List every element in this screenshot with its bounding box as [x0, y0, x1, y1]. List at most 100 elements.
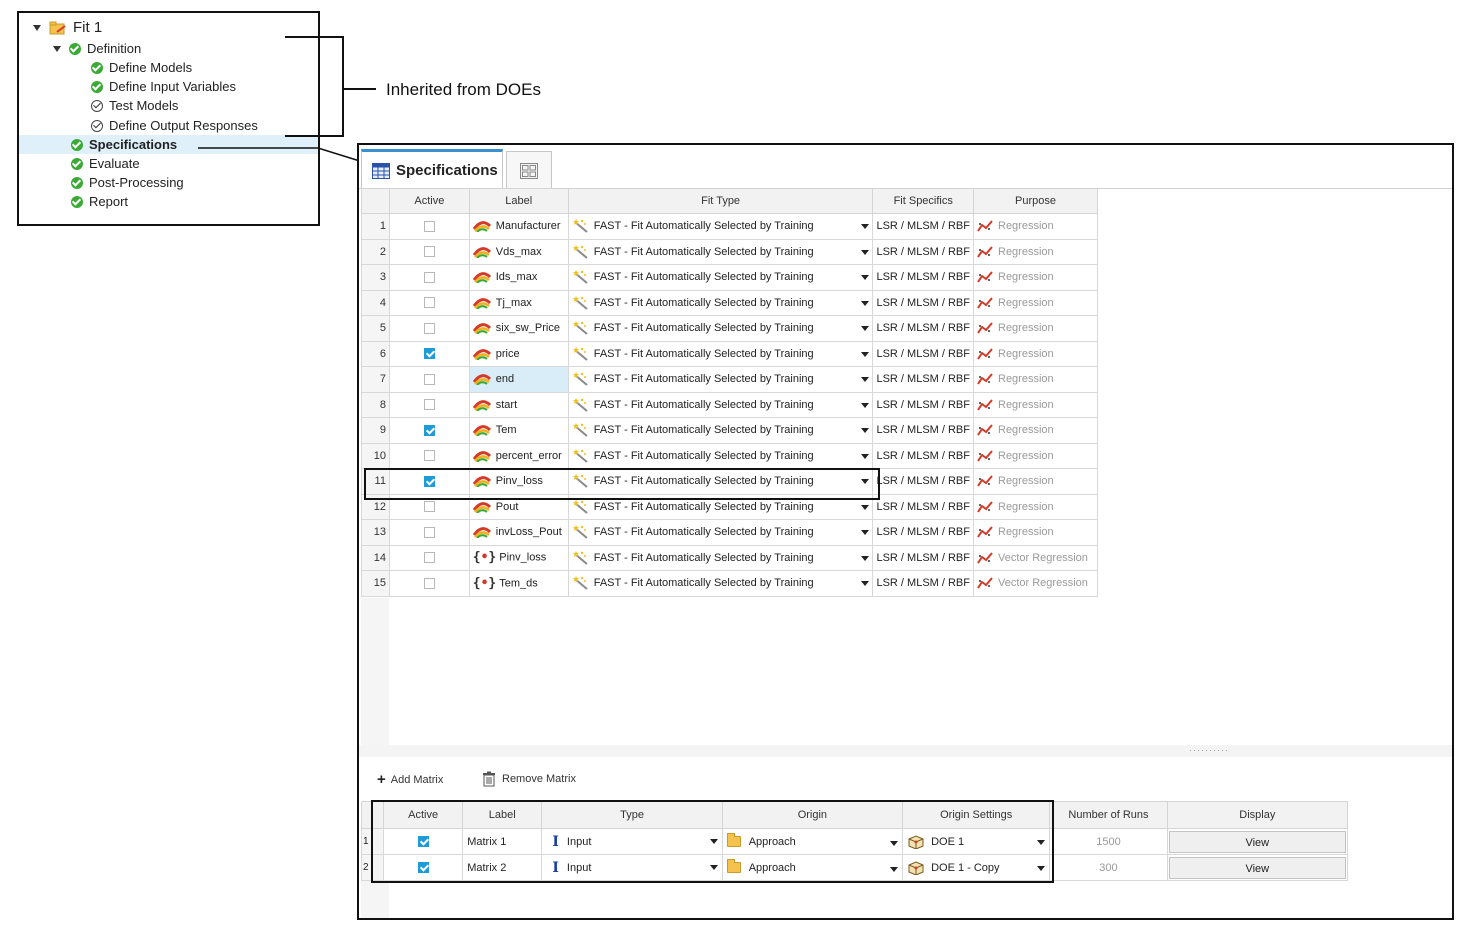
- dropdown-arrow-icon[interactable]: [861, 351, 870, 357]
- active-checkbox[interactable]: [423, 271, 435, 283]
- tab-second-view[interactable]: [506, 151, 552, 189]
- active-checkbox[interactable]: [423, 322, 435, 334]
- panel-splitter[interactable]: ··········: [359, 745, 1452, 757]
- purpose-cell[interactable]: Regression: [973, 417, 1098, 444]
- fit-specifics-cell[interactable]: LSR / MLSM / RBF: [872, 493, 974, 520]
- tab-specifications[interactable]: Specifications: [361, 149, 503, 189]
- purpose-cell[interactable]: Vector Regression: [973, 544, 1098, 571]
- dropdown-arrow-icon[interactable]: [1037, 865, 1046, 871]
- fit-type-dropdown[interactable]: FAST - Fit Automatically Selected by Tra…: [567, 213, 874, 240]
- dropdown-arrow-icon[interactable]: [861, 479, 870, 485]
- purpose-cell[interactable]: Regression: [973, 238, 1098, 265]
- dropdown-arrow-icon[interactable]: [861, 300, 870, 306]
- expand-arrow-icon[interactable]: [33, 24, 41, 31]
- label-cell[interactable]: {•}Pinv_loss: [468, 544, 569, 571]
- tree-item-evaluate[interactable]: Evaluate: [71, 154, 140, 173]
- matrix-label-cell[interactable]: Matrix 2: [462, 854, 543, 881]
- purpose-cell[interactable]: Regression: [973, 315, 1098, 342]
- label-cell[interactable]: price: [468, 340, 569, 367]
- fit-type-dropdown[interactable]: FAST - Fit Automatically Selected by Tra…: [567, 238, 874, 265]
- active-checkbox[interactable]: [423, 501, 435, 513]
- active-cell[interactable]: [388, 544, 470, 571]
- view-button[interactable]: View: [1168, 830, 1346, 853]
- remove-matrix-button[interactable]: Remove Matrix: [482, 771, 576, 787]
- purpose-cell[interactable]: Regression: [973, 493, 1098, 520]
- fit-specifics-cell[interactable]: LSR / MLSM / RBF: [872, 570, 974, 597]
- tree-item-post-processing[interactable]: Post-Processing: [71, 173, 184, 192]
- fit-specifics-cell[interactable]: LSR / MLSM / RBF: [872, 544, 974, 571]
- tree-item-fit[interactable]: Fit 1: [33, 18, 102, 37]
- column-header-fit-type[interactable]: Fit Type: [567, 188, 874, 214]
- tree-item-define-output-responses[interactable]: Define Output Responses: [91, 116, 258, 135]
- column-header-active[interactable]: Active: [383, 801, 464, 829]
- fit-type-dropdown[interactable]: FAST - Fit Automatically Selected by Tra…: [567, 366, 874, 393]
- purpose-cell[interactable]: Regression: [973, 340, 1098, 367]
- fit-specifics-cell[interactable]: LSR / MLSM / RBF: [872, 264, 974, 291]
- label-cell[interactable]: end: [468, 366, 569, 393]
- label-cell[interactable]: start: [468, 391, 569, 418]
- column-header-active[interactable]: Active: [388, 188, 470, 214]
- dropdown-arrow-icon[interactable]: [861, 453, 870, 459]
- dropdown-arrow-icon[interactable]: [890, 866, 899, 872]
- dropdown-arrow-icon[interactable]: [861, 402, 870, 408]
- column-header-type[interactable]: Type: [541, 801, 723, 829]
- view-button[interactable]: View: [1168, 856, 1346, 879]
- fit-specifics-cell[interactable]: LSR / MLSM / RBF: [872, 442, 974, 469]
- active-checkbox[interactable]: [423, 297, 435, 309]
- active-checkbox[interactable]: [423, 475, 435, 487]
- active-cell[interactable]: [388, 315, 470, 342]
- label-cell[interactable]: Manufacturer: [468, 213, 569, 240]
- dropdown-arrow-icon[interactable]: [1037, 839, 1046, 845]
- active-checkbox[interactable]: [423, 577, 435, 589]
- fit-specifics-cell[interactable]: LSR / MLSM / RBF: [872, 315, 974, 342]
- active-checkbox[interactable]: [417, 836, 429, 848]
- active-cell[interactable]: [388, 519, 470, 546]
- dropdown-arrow-icon[interactable]: [709, 864, 718, 870]
- label-cell[interactable]: Pout: [468, 493, 569, 520]
- dropdown-arrow-icon[interactable]: [861, 326, 870, 332]
- label-cell[interactable]: Tj_max: [468, 289, 569, 316]
- active-checkbox[interactable]: [417, 862, 429, 874]
- fit-type-dropdown[interactable]: FAST - Fit Automatically Selected by Tra…: [567, 264, 874, 291]
- origin-dropdown[interactable]: Approach: [721, 854, 904, 881]
- purpose-cell[interactable]: Regression: [973, 468, 1098, 495]
- label-cell[interactable]: Pinv_loss: [468, 468, 569, 495]
- active-checkbox[interactable]: [423, 348, 435, 360]
- expand-arrow-icon[interactable]: [53, 45, 61, 52]
- column-header-origin[interactable]: Origin: [721, 801, 904, 829]
- active-checkbox[interactable]: [423, 246, 435, 258]
- fit-type-dropdown[interactable]: FAST - Fit Automatically Selected by Tra…: [567, 442, 874, 469]
- fit-specifics-cell[interactable]: LSR / MLSM / RBF: [872, 213, 974, 240]
- tree-item-report[interactable]: Report: [71, 192, 128, 211]
- dropdown-arrow-icon[interactable]: [861, 275, 870, 281]
- purpose-cell[interactable]: Regression: [973, 391, 1098, 418]
- active-cell[interactable]: [383, 828, 464, 855]
- purpose-cell[interactable]: Regression: [973, 519, 1098, 546]
- fit-type-dropdown[interactable]: FAST - Fit Automatically Selected by Tra…: [567, 544, 874, 571]
- active-cell[interactable]: [388, 391, 470, 418]
- purpose-cell[interactable]: Regression: [973, 264, 1098, 291]
- label-cell[interactable]: percent_error: [468, 442, 569, 469]
- purpose-cell[interactable]: Regression: [973, 366, 1098, 393]
- fit-specifics-cell[interactable]: LSR / MLSM / RBF: [872, 468, 974, 495]
- dropdown-arrow-icon[interactable]: [861, 555, 870, 561]
- fit-type-dropdown[interactable]: FAST - Fit Automatically Selected by Tra…: [567, 417, 874, 444]
- column-header-purpose[interactable]: Purpose: [973, 188, 1098, 214]
- tree-item-define-models[interactable]: Define Models: [91, 58, 192, 77]
- active-checkbox[interactable]: [423, 373, 435, 385]
- label-cell[interactable]: Ids_max: [468, 264, 569, 291]
- column-header-label[interactable]: Label: [468, 188, 569, 214]
- dropdown-arrow-icon[interactable]: [861, 530, 870, 536]
